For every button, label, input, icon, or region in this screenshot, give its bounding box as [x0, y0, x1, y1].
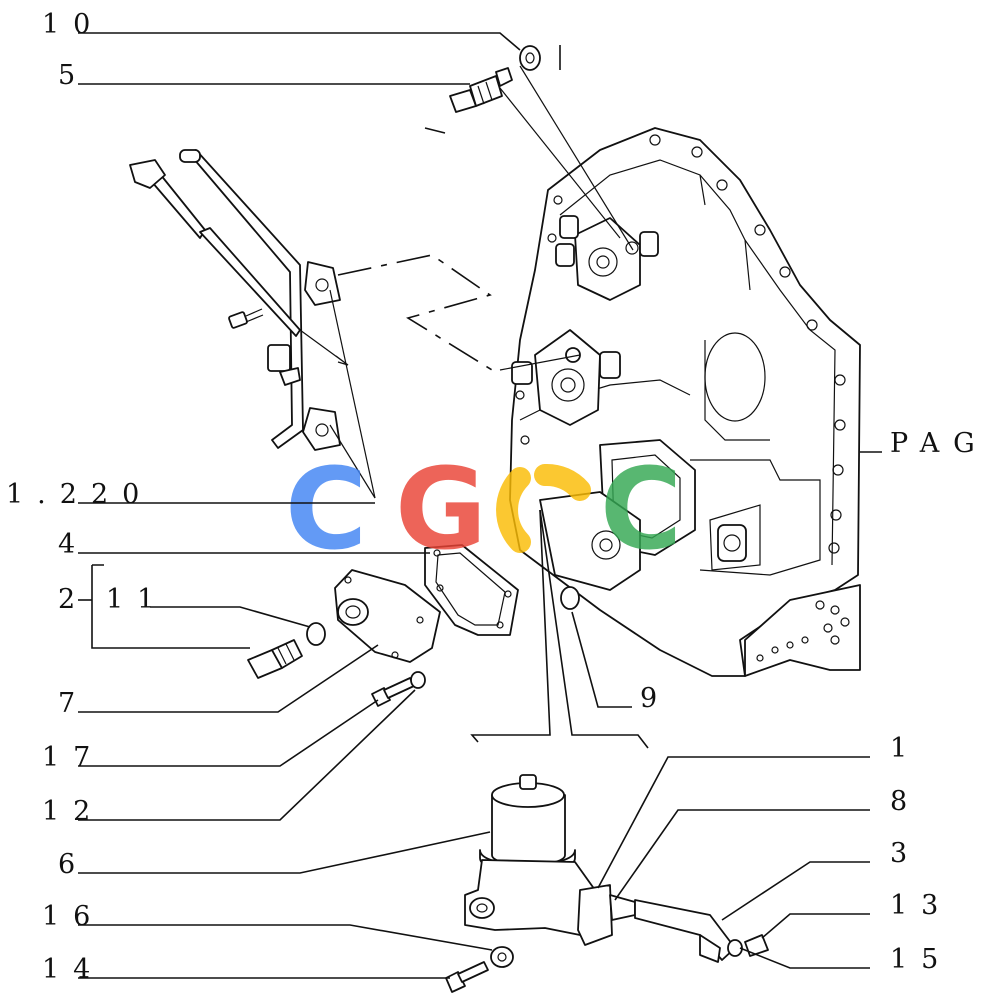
label-7: 7 [58, 688, 89, 719]
label-15: 15 [890, 944, 952, 975]
label-4: 4 [58, 529, 89, 560]
part-cover-7 [334, 569, 441, 663]
label-16: 16 [42, 901, 104, 932]
label-11: 11 [106, 584, 168, 615]
part-washer-15 [727, 939, 743, 957]
part-oring-11 [306, 622, 326, 646]
dipstick-tube-assembly [129, 149, 349, 451]
label-5: 5 [58, 60, 89, 91]
center-lines [329, 254, 581, 499]
part-washer-12 [410, 671, 426, 689]
label-8: 8 [890, 786, 921, 817]
cgc-watermark: C G C [285, 445, 682, 575]
part-screw-14 [445, 961, 489, 993]
part-washer-10 [519, 45, 541, 71]
label-3: 3 [890, 838, 921, 869]
label-6: 6 [58, 849, 89, 880]
part-oring-9 [560, 586, 580, 610]
watermark-letter-c2: C [600, 445, 682, 575]
watermark-letter-g: G [395, 445, 487, 575]
label-12: 12 [42, 796, 104, 827]
part-filter-6 [464, 774, 596, 936]
label-14: 14 [42, 954, 104, 985]
label-1: 1 [890, 733, 921, 764]
label-pag: PAG. [890, 428, 984, 459]
watermark-arc-yellow-2 [534, 463, 591, 501]
leaders-top [424, 45, 634, 251]
label-2: 2 [58, 584, 89, 615]
reference-labels: 10 5 1.220 4 2 11 7 17 12 6 16 14 9 1 8 … [6, 9, 984, 985]
part-pipe-3 [577, 884, 736, 963]
part-fitting-5 [449, 67, 513, 113]
part-washer-16 [490, 946, 514, 968]
label-9: 9 [640, 683, 671, 714]
part-screw-17 [371, 677, 415, 707]
part-plug-2 [247, 639, 303, 679]
label-17: 17 [42, 742, 104, 773]
label-13: 13 [890, 890, 952, 921]
part-screw-13 [744, 934, 769, 957]
watermark-arc-yellow [496, 467, 531, 553]
label-1-220: 1.220 [6, 479, 153, 510]
label-leaders [78, 32, 882, 979]
label-10: 10 [42, 9, 104, 40]
part-gasket-4 [424, 544, 519, 636]
transmission-housing [509, 127, 861, 677]
watermark-letter-c1: C [285, 445, 367, 575]
